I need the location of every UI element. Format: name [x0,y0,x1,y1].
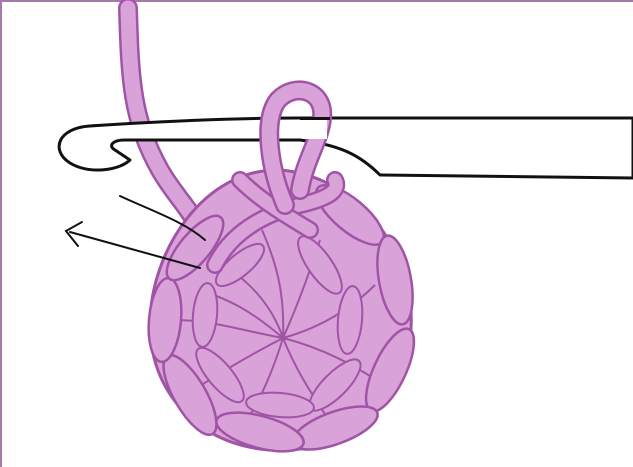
ring-center [280,335,286,341]
hook-front-part [302,120,327,139]
